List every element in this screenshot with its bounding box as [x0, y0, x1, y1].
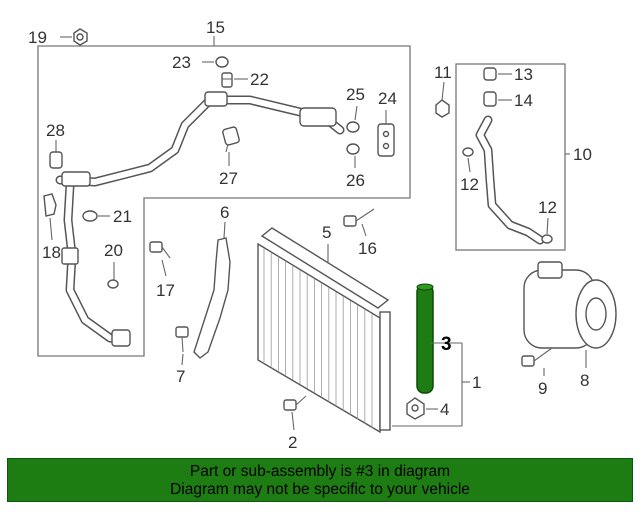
sensor-28 — [49, 151, 63, 169]
banner-line-1: Part or sub-assembly is #3 in diagram — [189, 463, 451, 480]
callout-27: 27 — [219, 169, 238, 188]
bolt-17 — [149, 241, 171, 259]
callout-11: 11 — [434, 63, 452, 82]
hose-group-box-10 — [455, 63, 566, 251]
valve-22 — [221, 72, 233, 88]
seal-12b — [541, 234, 553, 244]
callout-17: 17 — [156, 281, 175, 300]
callout-4: 4 — [440, 400, 449, 419]
callout-14: 14 — [514, 91, 533, 110]
callout-6: 6 — [220, 203, 229, 222]
callout-12b: 12 — [538, 198, 557, 217]
hose-group-box-15 — [37, 45, 411, 357]
callout-28: 28 — [46, 121, 65, 140]
parts-diagram: 19 15 23 22 28 27 25 24 26 21 18 20 11 1… — [28, 18, 617, 452]
cap-13 — [483, 67, 497, 81]
condenser-5 — [257, 227, 391, 434]
nut-19 — [73, 28, 88, 46]
callout-8: 8 — [580, 371, 589, 390]
callout-26: 26 — [346, 171, 365, 190]
callout-25: 25 — [346, 85, 365, 104]
compressor-8 — [523, 261, 617, 349]
callout-3-highlighted: 3 — [441, 334, 452, 355]
bracket-24 — [377, 123, 395, 157]
seal-12a — [462, 147, 474, 157]
callout-24: 24 — [378, 89, 397, 108]
plug-4 — [406, 397, 425, 420]
callout-23: 23 — [172, 53, 191, 72]
callout-1: 1 — [472, 373, 481, 392]
callout-21: 21 — [113, 207, 132, 226]
callout-9: 9 — [538, 379, 547, 398]
callout-5: 5 — [322, 223, 331, 242]
callout-7: 7 — [176, 367, 185, 386]
bracket-18 — [43, 193, 57, 217]
callout-18: 18 — [42, 243, 61, 262]
callout-16: 16 — [358, 239, 377, 258]
seal-26 — [346, 143, 360, 155]
seal-20 — [107, 279, 119, 289]
callout-19: 19 — [28, 28, 47, 47]
leader-lines — [49, 36, 587, 431]
callout-22: 22 — [250, 70, 269, 89]
callout-10: 10 — [573, 145, 592, 164]
callout-15: 15 — [206, 18, 225, 37]
banner-line-2: Diagram may not be specific to your vehi… — [170, 481, 470, 498]
valve-27 — [222, 126, 240, 153]
fitting-23 — [215, 56, 229, 68]
ac-hose-assembly — [55, 91, 345, 347]
bolt-9 — [521, 347, 553, 367]
callout-13: 13 — [514, 65, 533, 84]
nut-11 — [435, 99, 450, 118]
bracket-6 — [193, 237, 231, 359]
liquid-line-10 — [475, 115, 545, 245]
seal-25 — [346, 121, 360, 133]
cap-14 — [483, 91, 497, 107]
callout-2: 2 — [288, 433, 297, 452]
bolt-2 — [283, 395, 307, 411]
bolt-7 — [175, 326, 189, 353]
seal-21 — [82, 210, 98, 222]
vehicle-fit-banner: Part or sub-assembly is #3 in diagram Di… — [7, 458, 633, 502]
callout-20: 20 — [104, 241, 123, 260]
bolt-16 — [343, 208, 375, 227]
callout-12a: 12 — [460, 175, 479, 194]
drier-3-highlighted — [416, 283, 434, 394]
